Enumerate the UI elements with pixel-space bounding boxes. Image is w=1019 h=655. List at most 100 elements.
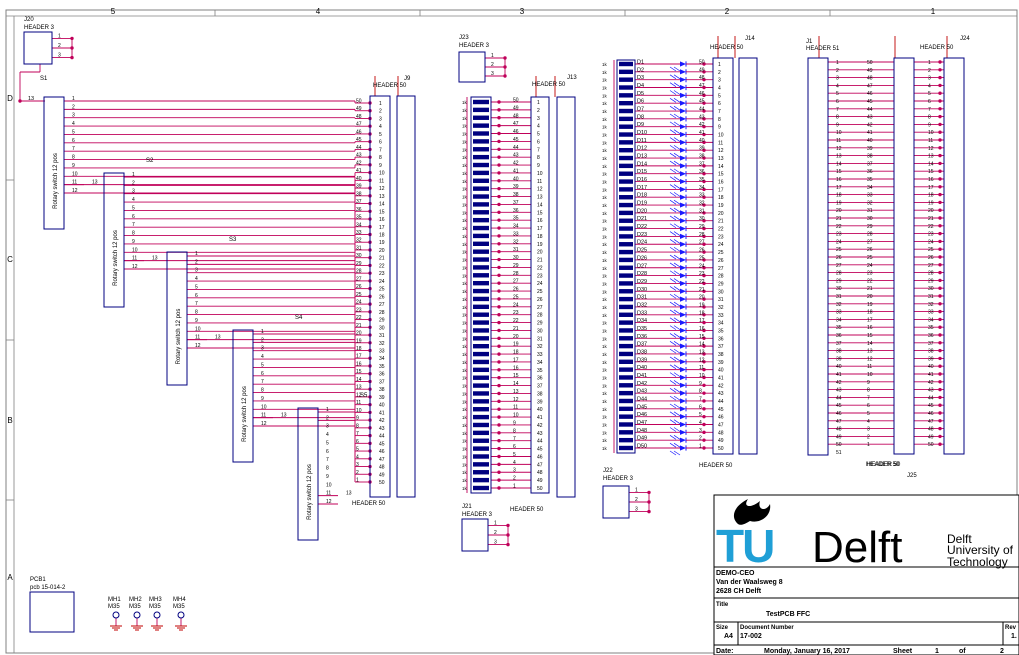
j1-pin-number: 21 bbox=[836, 216, 842, 222]
j1-pin-number: 9 bbox=[836, 122, 839, 128]
j9-net-number: 43 bbox=[356, 153, 362, 159]
j9-pin-number: 32 bbox=[379, 341, 385, 347]
junction-dot bbox=[938, 122, 942, 127]
j13-pin-number: 26 bbox=[537, 297, 543, 303]
j13-pin-number: 6 bbox=[537, 139, 540, 145]
diode-ref: D14 bbox=[637, 161, 647, 167]
j14-pin-column bbox=[712, 57, 734, 455]
junction-dot bbox=[497, 210, 501, 214]
j9-net-number: 11 bbox=[356, 400, 361, 406]
junction-dot bbox=[938, 263, 942, 267]
j14-pin-number: 30 bbox=[718, 289, 724, 295]
header-pin-number: 3 bbox=[58, 53, 61, 59]
j14-net-number: 21 bbox=[699, 287, 705, 293]
resistor-symbol bbox=[619, 163, 633, 169]
led-emission-arrow bbox=[673, 262, 681, 268]
resistor-value: 1k bbox=[462, 486, 468, 491]
j9-net-number: 1 bbox=[356, 478, 359, 484]
junction-dot bbox=[702, 297, 706, 301]
j14-pin-number: 25 bbox=[718, 250, 724, 256]
j25-net-number: 18 bbox=[867, 310, 873, 316]
j24-pin-number: 17 bbox=[928, 185, 934, 191]
resistor-symbol bbox=[619, 328, 633, 333]
switch-pin-number: 12 bbox=[195, 343, 201, 349]
j13-pin-number: 29 bbox=[537, 321, 543, 327]
j14-net-number: 5 bbox=[699, 412, 702, 418]
led-emission-arrow bbox=[669, 450, 677, 456]
resistor-value: 1k bbox=[602, 375, 608, 380]
j14-net-number: 29 bbox=[699, 224, 705, 230]
j1-pin-number: 31 bbox=[836, 294, 842, 300]
resistor-value: 1k bbox=[602, 148, 608, 153]
resistor-symbol bbox=[473, 320, 489, 325]
resistor-symbol bbox=[619, 93, 633, 98]
mounting-hole-value: M35 bbox=[149, 604, 161, 610]
resistor-symbol bbox=[473, 178, 489, 183]
resistor-symbol bbox=[619, 445, 633, 451]
j13-net-number: 17 bbox=[513, 357, 519, 363]
switch-pin-number: 11 bbox=[326, 491, 331, 497]
j9-pin-number: 28 bbox=[379, 310, 385, 316]
j14-pin-number: 43 bbox=[718, 391, 724, 397]
resistor-value: 1k bbox=[602, 289, 608, 294]
resistor-value: 1k bbox=[602, 78, 608, 83]
junction-dot bbox=[938, 426, 942, 431]
j9-pin-number: 4 bbox=[379, 124, 382, 130]
resistor-value: 1k bbox=[462, 423, 468, 428]
j24-pin-number: 5 bbox=[928, 91, 931, 97]
diode-ref: D5 bbox=[637, 91, 644, 97]
resistor-symbol bbox=[473, 470, 489, 475]
j13-net-number: 20 bbox=[513, 334, 519, 340]
junction-dot bbox=[938, 224, 942, 228]
j1-pin-number: 30 bbox=[836, 286, 842, 292]
switch-pin-number: 3 bbox=[72, 113, 75, 119]
junction-dot bbox=[497, 131, 501, 136]
header-3-body bbox=[23, 31, 53, 65]
diode-ref: D17 bbox=[637, 185, 647, 191]
resistor-symbol bbox=[473, 304, 489, 310]
junction-dot bbox=[938, 91, 942, 95]
led-emission-arrow bbox=[673, 137, 681, 142]
led-symbol bbox=[680, 202, 686, 208]
header-3-body bbox=[458, 51, 486, 83]
junction-dot bbox=[497, 305, 501, 309]
diode-ref: D45 bbox=[637, 404, 647, 410]
junction-dot bbox=[497, 281, 501, 285]
diode-ref: D18 bbox=[637, 193, 647, 199]
resistor-value: 1k bbox=[602, 438, 608, 443]
j9-pin-number: 20 bbox=[379, 248, 385, 254]
connector-value: HEADER 50 bbox=[532, 82, 566, 88]
j25-net-number: 31 bbox=[867, 208, 873, 214]
j9-pin-number: 22 bbox=[379, 263, 385, 269]
junction-dot bbox=[702, 140, 706, 145]
junction-dot bbox=[702, 422, 706, 427]
resistor-symbol bbox=[473, 241, 489, 246]
j9-pin-number: 12 bbox=[379, 186, 385, 192]
resistor-value: 1k bbox=[602, 93, 608, 98]
junction-dot bbox=[938, 114, 942, 119]
j1-pin-number: 41 bbox=[836, 372, 842, 378]
j13-net-number: 22 bbox=[513, 318, 519, 324]
diode-ref: D11 bbox=[637, 138, 647, 144]
led-symbol bbox=[680, 398, 686, 404]
j25-net-number: 8 bbox=[867, 388, 870, 394]
j24-pin-number: 21 bbox=[928, 216, 934, 222]
switch-pin-number: 10 bbox=[326, 482, 332, 488]
j24-pin-number: 33 bbox=[928, 310, 934, 316]
j14-pin-number: 27 bbox=[718, 266, 724, 272]
resistor-value: 1k bbox=[462, 210, 468, 215]
diode-ref: D49 bbox=[637, 436, 647, 442]
led-emission-arrow bbox=[673, 184, 681, 189]
header-pin-number: 3 bbox=[494, 540, 497, 546]
j25-net-number: 43 bbox=[867, 115, 873, 121]
junction-dot bbox=[938, 153, 942, 158]
junction-dot bbox=[702, 336, 706, 340]
j24-pin-number: 24 bbox=[928, 239, 934, 245]
switch-pin-number: 12 bbox=[72, 188, 78, 194]
resistor-symbol bbox=[619, 359, 633, 364]
j13-net-number: 38 bbox=[513, 192, 519, 198]
junction-dot bbox=[702, 124, 706, 129]
led-symbol bbox=[680, 343, 686, 349]
resistor-value: 1k bbox=[602, 187, 608, 192]
pcb-body bbox=[29, 591, 75, 633]
